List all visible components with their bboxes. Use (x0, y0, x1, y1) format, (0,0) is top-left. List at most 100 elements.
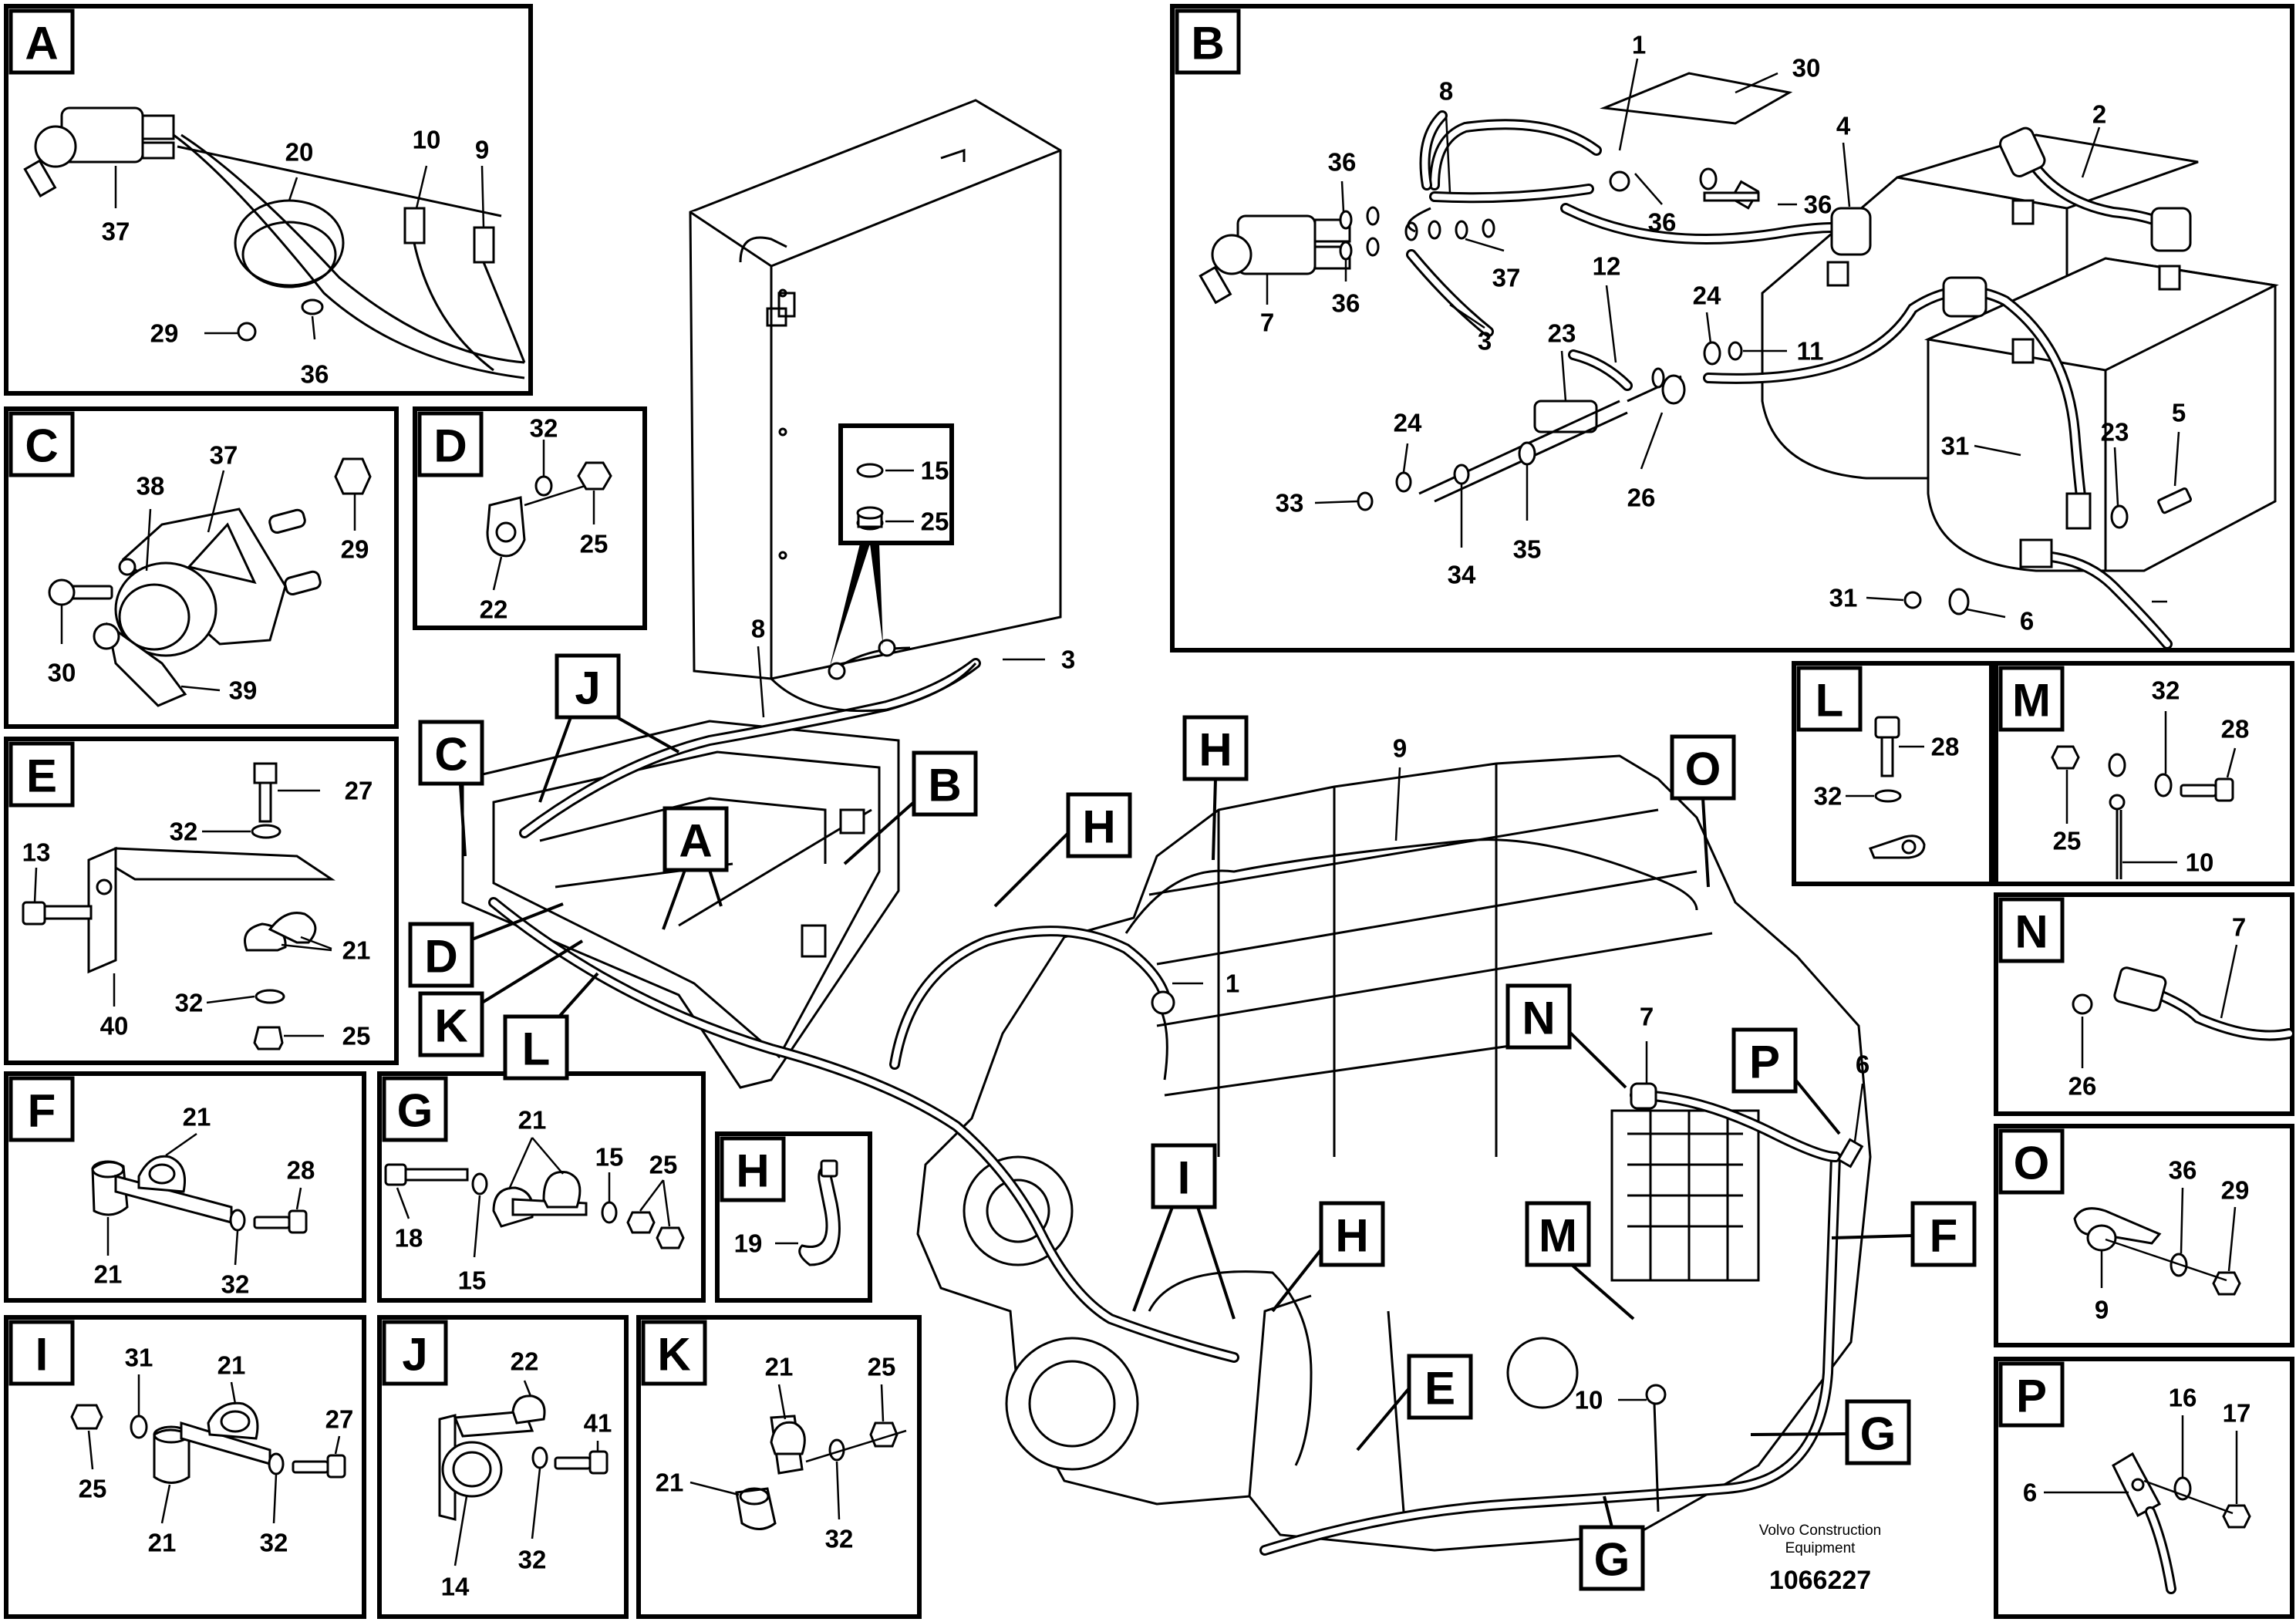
nut-29-icon (237, 322, 257, 342)
cabinet-icon (689, 99, 1062, 680)
panel-a-drawing: 37 20 10 9 29 36 (23, 106, 526, 389)
svg-text:31: 31 (1941, 432, 1970, 460)
panel-h-drawing: 19 (734, 1159, 841, 1266)
svg-text:32: 32 (175, 989, 204, 1017)
panel-d-frame (413, 406, 647, 630)
svg-text:12: 12 (1593, 252, 1621, 281)
main-callouts: C J A B H H D (408, 653, 1977, 1591)
svg-text:32: 32 (825, 1525, 854, 1553)
panel-p-drawing: 16 17 6 (2023, 1384, 2251, 1594)
clamp-21-upper-k-icon (770, 1421, 806, 1455)
bracket-40-icon (87, 846, 117, 974)
svg-text:25: 25 (342, 1022, 371, 1050)
svg-text:C: C (434, 729, 467, 781)
svg-text:21: 21 (148, 1529, 177, 1557)
svg-text:31: 31 (125, 1344, 153, 1372)
bolt-28-icon (253, 1216, 291, 1229)
svg-text:P: P (2016, 1371, 2047, 1422)
svg-text:K: K (434, 1000, 467, 1052)
svg-text:H: H (1199, 724, 1232, 776)
svg-text:30: 30 (1792, 54, 1821, 83)
panel-b-frame (1170, 4, 2294, 653)
svg-text:30: 30 (48, 659, 76, 687)
nut-25-icon (2051, 745, 2080, 770)
panel-o-frame (1994, 1124, 2294, 1347)
washer-32-icon (534, 475, 553, 497)
svg-text:G: G (1860, 1408, 1896, 1460)
callout-a: A (662, 806, 729, 930)
panel-e-drawing: 27 13 32 21 40 32 25 (22, 762, 373, 1050)
svg-text:27: 27 (325, 1405, 354, 1434)
svg-text:31: 31 (1829, 584, 1858, 612)
clamp-21-right-icon (137, 1155, 186, 1193)
panel-e-letter: E (8, 741, 75, 808)
svg-text:4: 4 (1836, 112, 1851, 140)
svg-text:36: 36 (2169, 1156, 2197, 1185)
cable-lug-icon (2113, 966, 2167, 1012)
svg-text:13: 13 (22, 838, 51, 867)
wire-lug-10-icon (1645, 1384, 1667, 1405)
panel-letters: A B C D E F G H I J K L M N O P (8, 8, 2065, 1428)
terminal-cover-icon (1600, 72, 1793, 125)
svg-text:H: H (736, 1145, 769, 1197)
svg-text:6: 6 (1856, 1050, 1870, 1079)
nut-25-b-icon (656, 1226, 685, 1249)
callout-k: K (418, 939, 584, 1057)
panel-m-letter: M (1998, 666, 2065, 732)
bolt-41-icon (554, 1456, 592, 1470)
svg-text:24: 24 (1693, 282, 1721, 310)
panel-m-drawing: 32 28 25 10 (2051, 676, 2250, 879)
svg-text:D: D (424, 931, 457, 983)
svg-text:O: O (2014, 1138, 2050, 1189)
svg-text:21: 21 (94, 1260, 123, 1289)
bolt-13-icon (22, 901, 46, 926)
callout-g-bottom: G (1579, 1496, 1645, 1591)
svg-text:B: B (1191, 18, 1224, 69)
svg-text:27: 27 (345, 777, 373, 805)
callout-l: L (503, 972, 599, 1081)
callout-g-right: G (1750, 1399, 1911, 1465)
panel-d-letter: D (417, 411, 484, 477)
battery-terminal-icon (2011, 338, 2035, 364)
panel-n-letter: N (1998, 897, 2065, 963)
svg-text:7: 7 (1260, 309, 1274, 337)
svg-text:33: 33 (1276, 489, 1304, 518)
panel-l-frame (1792, 661, 1994, 886)
panel-i-drawing: 31 21 25 27 21 32 (70, 1344, 354, 1557)
svg-text:36: 36 (1328, 148, 1357, 177)
svg-text:32: 32 (1814, 782, 1843, 811)
svg-text:8: 8 (751, 615, 765, 643)
callout-n: N (1505, 983, 1627, 1089)
svg-text:11: 11 (1797, 337, 1824, 366)
svg-text:A: A (25, 18, 58, 69)
svg-text:18: 18 (395, 1224, 423, 1253)
connector-9-icon (473, 226, 495, 264)
callout-m: M (1525, 1201, 1635, 1320)
nut-29-icon (334, 457, 372, 495)
callout-j: J (538, 653, 679, 803)
panel-c-frame (4, 406, 399, 729)
cable-lug-1-icon (1151, 990, 1175, 1015)
cable-tie-icon (798, 1166, 841, 1266)
svg-text:19: 19 (734, 1229, 763, 1258)
svg-text:10: 10 (413, 126, 441, 154)
svg-text:21: 21 (765, 1353, 794, 1381)
svg-text:28: 28 (2221, 715, 2250, 744)
panel-k-drawing: 21 25 21 32 (656, 1353, 907, 1553)
svg-text:P: P (1749, 1037, 1780, 1088)
clamp-21-b-icon (542, 1170, 582, 1209)
svg-text:K: K (657, 1329, 690, 1381)
panel-j-letter: J (382, 1320, 448, 1386)
callout-h-top: H (993, 792, 1132, 908)
svg-text:1: 1 (1632, 31, 1646, 59)
washer-32-icon (1874, 789, 1902, 803)
panel-a-letter: A (8, 8, 75, 75)
svg-text:I: I (1178, 1152, 1191, 1204)
washer-group-b-icon (1339, 206, 1495, 261)
callout-p: P (1731, 1027, 1841, 1135)
svg-text:36: 36 (1332, 289, 1360, 318)
washer-32-icon (229, 1209, 246, 1232)
svg-text:J: J (575, 663, 600, 714)
bolt-28-icon (2180, 784, 2217, 798)
